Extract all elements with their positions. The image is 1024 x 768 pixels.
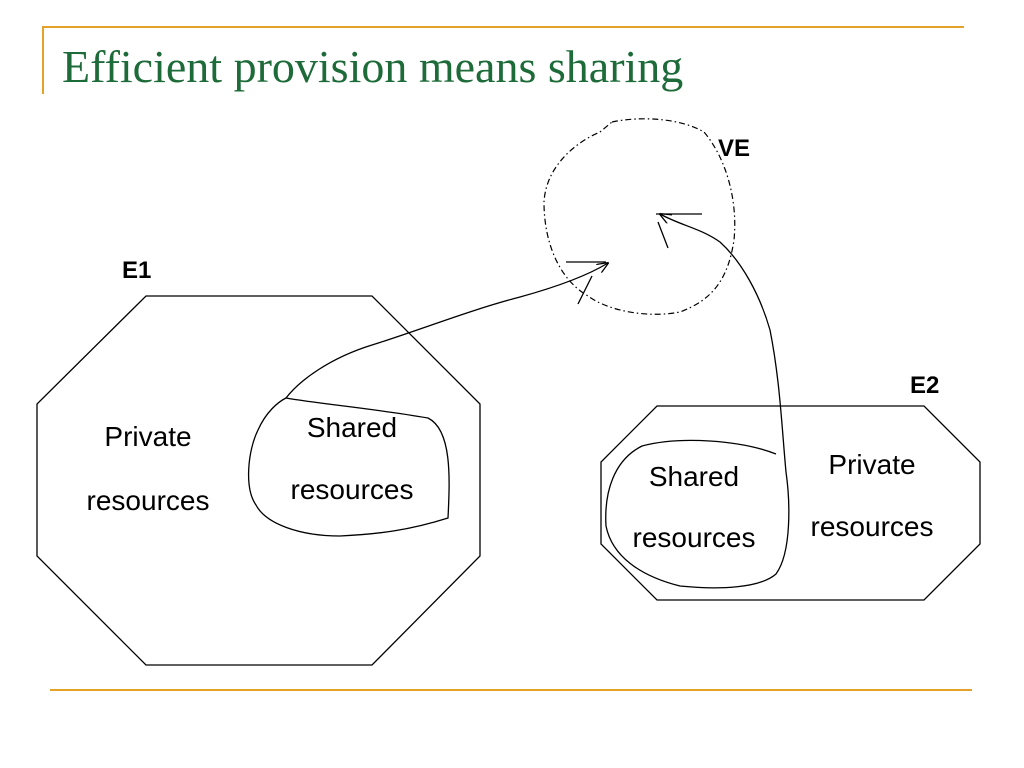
e2-label: E2	[910, 372, 939, 399]
ve-label: VE	[718, 135, 750, 162]
e1-shared-label-line1: Shared	[307, 412, 397, 443]
e2-shared-label-line1: Shared	[649, 461, 739, 492]
e1-private-label-line1: Private	[104, 421, 191, 452]
title-accent-vertical-line	[42, 26, 44, 94]
e2-private-label-line1: Private	[828, 449, 915, 480]
edge-e2-arrow-tick	[657, 221, 669, 249]
e1-octagon	[36, 295, 481, 666]
e1-private-label-line2: resources	[87, 485, 210, 516]
e1-shared-label-line2: resources	[291, 474, 414, 505]
e2-octagon	[600, 405, 981, 601]
slide-title: Efficient provision means sharing	[62, 41, 684, 92]
edge-e1-arrow-tick	[577, 275, 593, 305]
ve-cloud	[543, 118, 736, 315]
edge-e2-shared-to-ve	[660, 214, 787, 473]
e2-private-label-line2: resources	[811, 511, 934, 542]
e1-shared-blob	[247, 397, 450, 537]
edge-e1-shared-to-ve	[285, 263, 608, 399]
e1-label: E1	[122, 257, 151, 284]
title-accent-top-line	[42, 26, 964, 28]
footer-accent-line	[50, 689, 972, 691]
e2-shared-blob	[605, 439, 790, 589]
e2-shared-label-line2: resources	[633, 522, 756, 553]
